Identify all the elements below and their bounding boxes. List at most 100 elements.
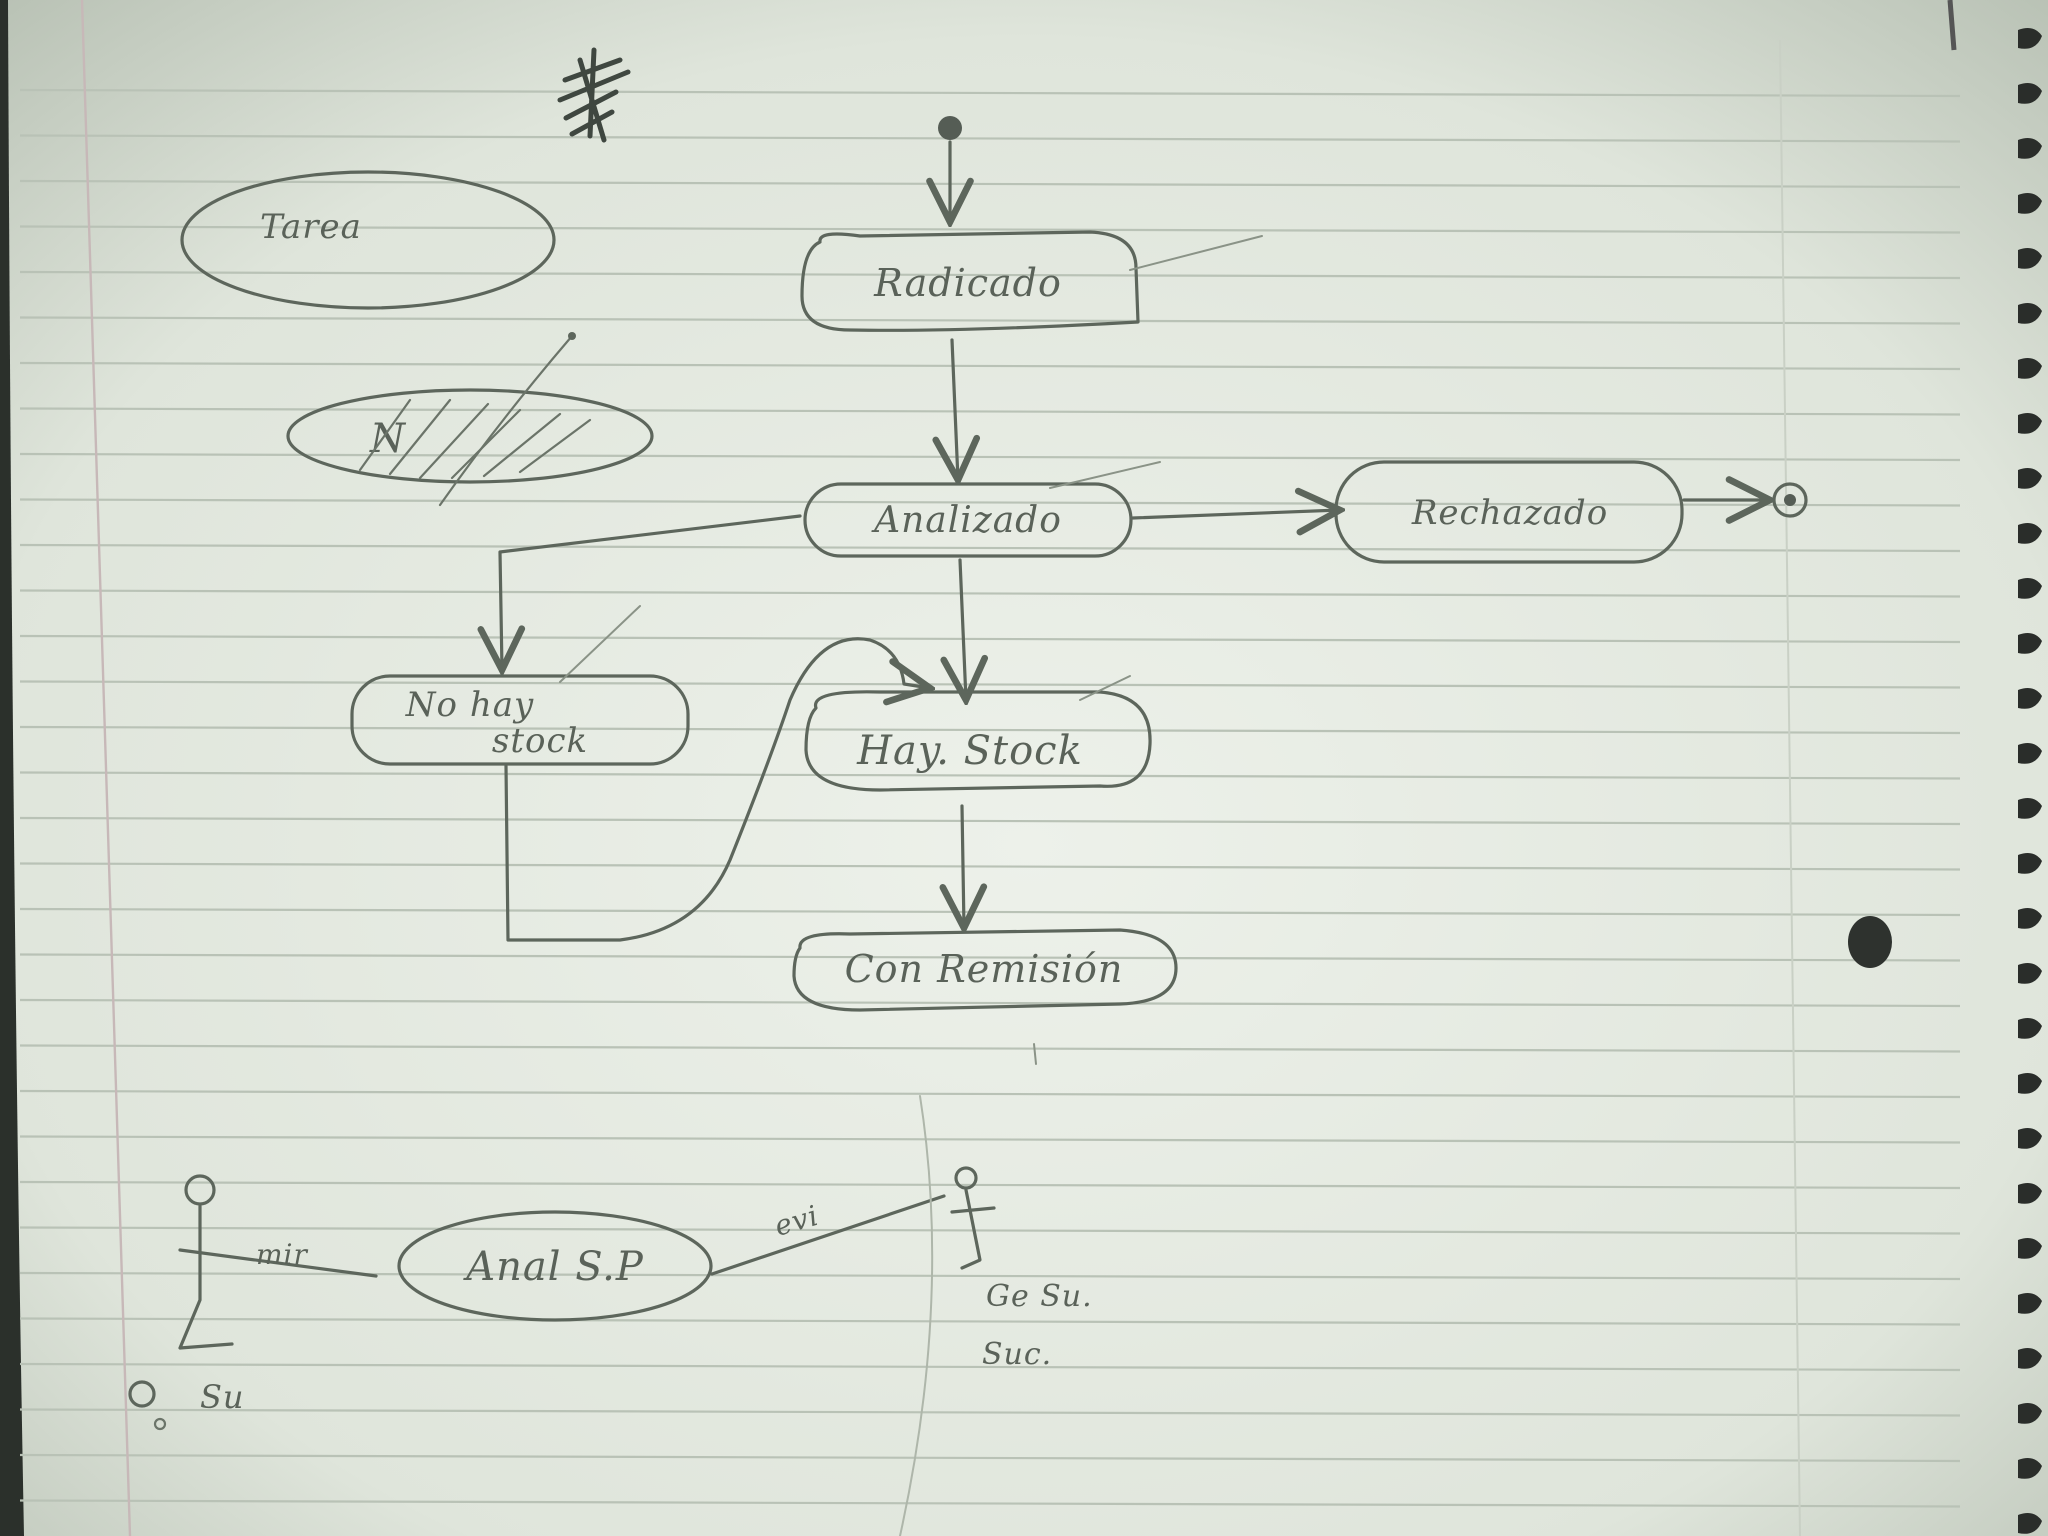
ruled-line	[19, 1226, 1961, 1235]
initial-node	[938, 116, 962, 140]
state-analizado: Analizado	[803, 461, 1161, 558]
ruled-line	[19, 725, 1961, 735]
spiral-ring	[2018, 1458, 2042, 1479]
ruled-line	[19, 225, 1961, 234]
spiral-ring	[2018, 193, 2042, 214]
svg-text:Hay. Stock: Hay. Stock	[856, 728, 1083, 774]
spiral-ring	[2018, 633, 2042, 654]
spiral-ring	[2018, 28, 2042, 49]
ruled-line	[19, 1499, 1961, 1508]
ruled-line	[19, 589, 1961, 598]
punch-hole	[1848, 916, 1892, 968]
arrow-analizado-to-hay-stock	[960, 558, 966, 700]
arrow-analizado-to-rechazado	[1131, 510, 1340, 518]
state-rechazado: Rechazado	[1334, 460, 1684, 564]
ruled-line	[19, 179, 1961, 189]
state-con-remision: Con Remisión	[792, 928, 1178, 1012]
ruled-line	[19, 452, 1961, 462]
final-node	[1772, 482, 1808, 518]
spiral-ring	[2018, 1293, 2042, 1314]
association-line-right	[710, 1194, 946, 1276]
actor-right: Ge Su. Suc.	[950, 1166, 1093, 1372]
ruled-line	[19, 498, 1961, 507]
ruled-line	[19, 407, 1961, 416]
right-margin-line	[1779, 39, 1801, 1536]
state-hay-stock: Hay. Stock	[804, 675, 1152, 792]
spiral-ring	[2018, 1403, 2042, 1424]
spiral-ring	[2018, 1238, 2042, 1259]
svg-text:Ge Su.: Ge Su.	[986, 1279, 1093, 1314]
side-note-ellipse-crossed: N	[286, 332, 654, 507]
svg-text:stock: stock	[492, 721, 588, 761]
ruled-line	[19, 1044, 1961, 1053]
spiral-ring	[2018, 963, 2042, 984]
ruled-line	[19, 771, 1961, 780]
spiral-ring	[2018, 1018, 2042, 1039]
spiral-ring	[2018, 468, 2042, 489]
svg-text:Suc.: Suc.	[982, 1337, 1052, 1372]
arrow-no-hay-stock-to-hay-stock	[504, 637, 930, 942]
ruled-line	[19, 1089, 1961, 1099]
arrow-radicado-to-analizado	[952, 338, 958, 480]
stray-mark	[1033, 1043, 1037, 1065]
spiral-ring	[2018, 743, 2042, 764]
spiral-ring	[2018, 688, 2042, 709]
ruled-line	[19, 1453, 1961, 1463]
ruled-line	[19, 1408, 1961, 1417]
svg-text:Su: Su	[200, 1378, 245, 1416]
ruled-line	[19, 1317, 1961, 1326]
spiral-ring	[2018, 83, 2042, 104]
svg-text:Con Remisión: Con Remisión	[845, 947, 1124, 991]
ruled-line	[19, 1180, 1961, 1190]
ruled-lines	[19, 88, 1961, 1508]
ruled-line	[19, 1362, 1961, 1372]
ruled-line	[19, 88, 1961, 98]
arrow-analizado-to-no-hay-stock	[500, 514, 802, 670]
ruled-line	[19, 998, 1961, 1008]
spiral-ring	[2018, 248, 2042, 269]
ruled-line	[19, 270, 1961, 280]
svg-text:No hay: No hay	[405, 685, 534, 725]
spiral-ring	[2018, 523, 2042, 544]
ruled-line	[19, 1135, 1961, 1144]
ruled-line	[19, 953, 1961, 962]
state-no-hay-stock: No hay stock	[350, 605, 690, 766]
ruled-line	[19, 1271, 1961, 1281]
spiral-ring	[2018, 1128, 2042, 1149]
svg-text:Radicado: Radicado	[873, 261, 1062, 305]
page-fold	[899, 1095, 934, 1536]
spiral-ring	[2018, 358, 2042, 379]
actor-left: Su	[128, 1174, 378, 1431]
svg-text:Analizado: Analizado	[871, 500, 1062, 541]
spiral-ring	[2018, 853, 2042, 874]
spiral-ring	[2018, 138, 2042, 159]
pencil-tip-mark	[1947, 0, 1957, 51]
scribble-mark	[557, 47, 631, 143]
spiral-ring	[2018, 1183, 2042, 1204]
ruled-line	[19, 316, 1961, 325]
svg-text:Tarea: Tarea	[260, 207, 362, 247]
side-note-ellipse-upper: Tarea	[180, 170, 556, 310]
svg-text:Rechazado: Rechazado	[1411, 493, 1608, 533]
paper-sheet	[8, 0, 2048, 1536]
ruled-line	[19, 907, 1961, 917]
ruled-line	[19, 816, 1961, 826]
spiral-ring	[2018, 578, 2042, 599]
ruled-line	[19, 543, 1961, 553]
spiral-ring	[2018, 1348, 2042, 1369]
ruled-line	[19, 862, 1961, 871]
svg-text:N: N	[369, 416, 407, 462]
spiral-ring	[2018, 413, 2042, 434]
ruled-line	[19, 634, 1961, 644]
arrow-hay-stock-to-con-remision	[962, 804, 964, 928]
association-label-left: mir	[256, 1238, 309, 1271]
state-radicado: Radicado	[800, 230, 1263, 332]
spiral-ring	[2018, 303, 2042, 324]
use-case-anal-sp: Anal S.P	[397, 1210, 713, 1322]
ruled-line	[19, 680, 1961, 689]
spiral-ring	[2018, 798, 2042, 819]
spiral-binding	[2018, 28, 2042, 1534]
spiral-ring	[2018, 908, 2042, 929]
